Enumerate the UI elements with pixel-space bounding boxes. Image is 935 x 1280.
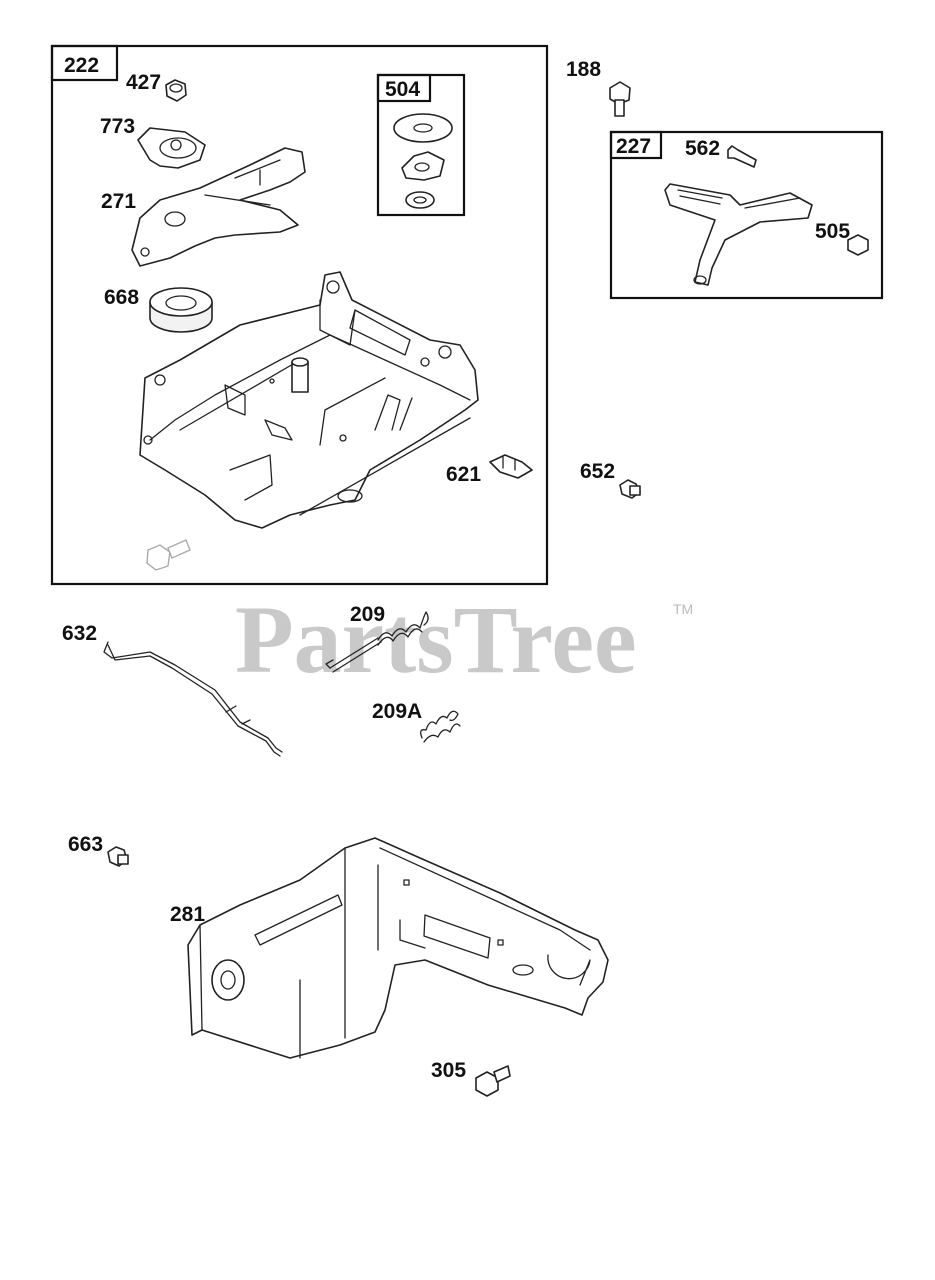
label-621[interactable]: 621 — [446, 463, 481, 486]
watermark-trademark: TM — [673, 601, 693, 617]
part-271-bracket: 271 — [101, 147, 306, 267]
label-222[interactable]: 222 — [64, 54, 99, 77]
part-773-plate: 773 — [100, 115, 206, 169]
label-505[interactable]: 505 — [815, 220, 850, 243]
label-562[interactable]: 562 — [685, 137, 720, 160]
part-base-plate — [139, 271, 479, 529]
label-632[interactable]: 632 — [62, 622, 97, 645]
label-668[interactable]: 668 — [104, 286, 139, 309]
label-188[interactable]: 188 — [566, 58, 601, 81]
part-281-shroud: 281 — [170, 837, 609, 1059]
watermark: PartsTree TM — [235, 586, 693, 693]
label-227[interactable]: 227 — [616, 135, 651, 158]
part-652-bolt: 652 — [580, 460, 641, 499]
part-663-bolt: 663 — [68, 833, 129, 867]
group-227: 227 562 505 — [609, 130, 884, 300]
group-222-frame — [50, 44, 549, 586]
label-663[interactable]: 663 — [68, 833, 103, 856]
part-632-rod: 632 — [62, 622, 283, 757]
label-305[interactable]: 305 — [431, 1059, 466, 1082]
label-427[interactable]: 427 — [126, 71, 161, 94]
part-305-bolt: 305 — [431, 1059, 511, 1097]
part-faded-bolt — [146, 539, 191, 571]
group-227-tag — [609, 130, 663, 160]
part-209-spring: 209 — [325, 603, 429, 673]
group-222: 222 — [50, 44, 549, 586]
label-209[interactable]: 209 — [350, 603, 385, 626]
label-281[interactable]: 281 — [170, 903, 205, 926]
label-652[interactable]: 652 — [580, 460, 615, 483]
group-504-tag — [376, 73, 432, 103]
label-271[interactable]: 271 — [101, 190, 136, 213]
label-773[interactable]: 773 — [100, 115, 135, 138]
group-222-tag — [50, 44, 119, 82]
part-668-bushing: 668 — [104, 286, 213, 333]
part-427-nut: 427 — [126, 71, 187, 102]
part-209a-spring: 209A — [372, 700, 461, 743]
part-188-bolt: 188 — [566, 58, 631, 117]
part-621-clip: 621 — [446, 454, 533, 486]
group-227-frame — [609, 130, 884, 300]
watermark-brand: PartsTree — [235, 586, 637, 693]
group-504-washers: 504 — [376, 73, 466, 217]
label-504[interactable]: 504 — [385, 78, 420, 101]
label-209a[interactable]: 209A — [372, 700, 422, 723]
